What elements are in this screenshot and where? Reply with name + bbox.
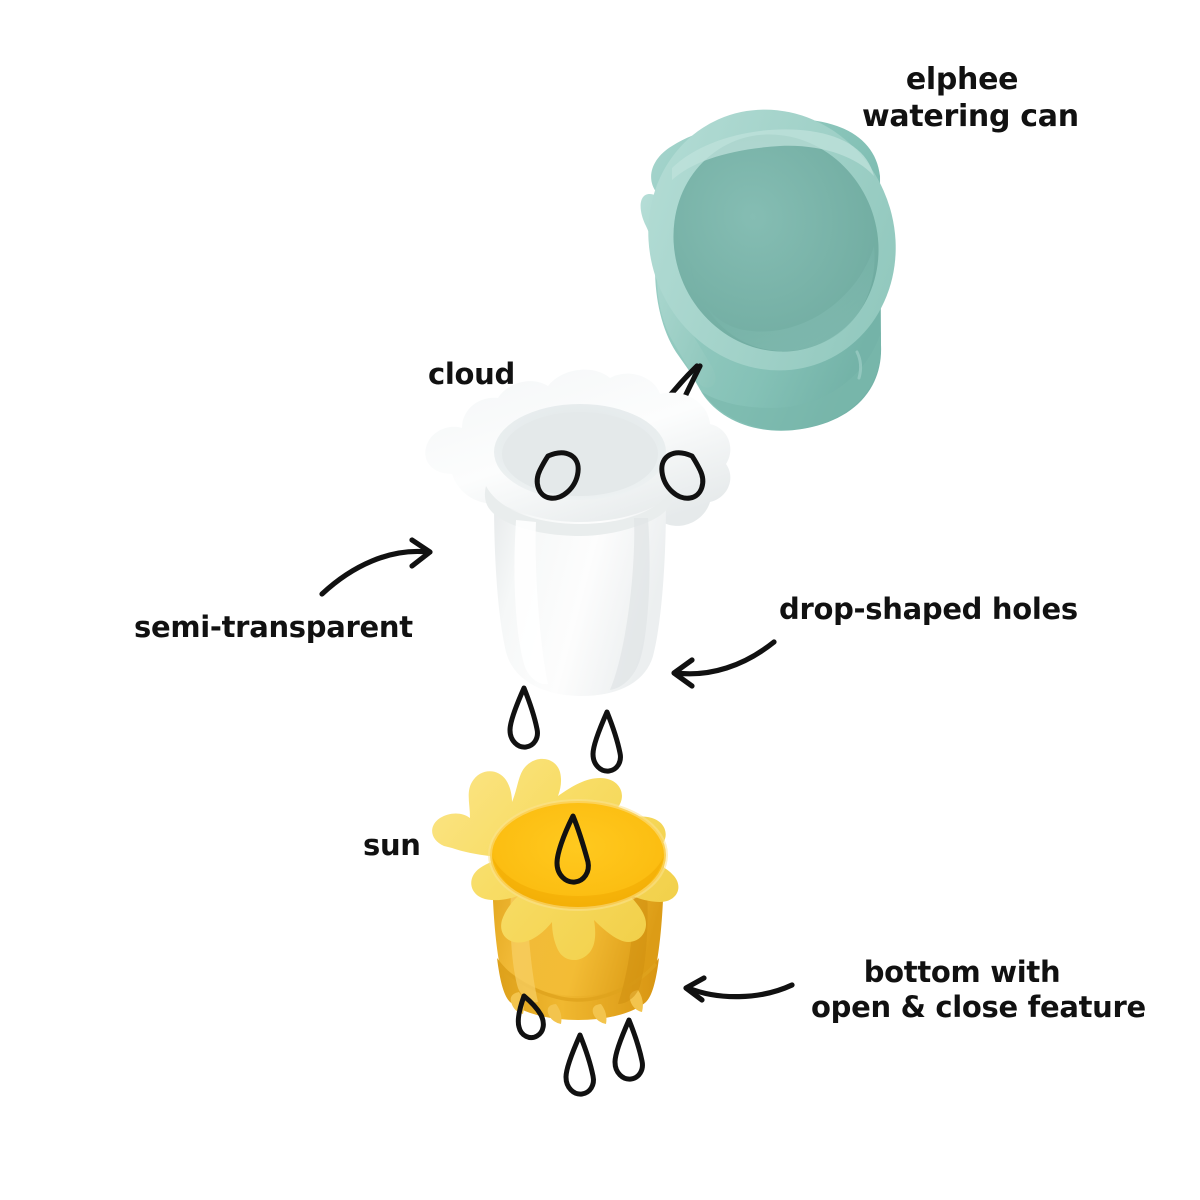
page-title-line1: elphee	[905, 62, 1019, 97]
label-semi-transparent: semi-transparent	[134, 610, 413, 644]
water-drop-icon	[515, 993, 645, 1097]
label-bottom-line1: bottom with	[863, 955, 1061, 989]
drop-shaped-hole-icon	[534, 450, 706, 501]
sun-cup-part	[432, 758, 679, 1024]
curved-arrow-icon	[319, 537, 433, 597]
curved-arrow-icon	[683, 975, 795, 1003]
label-bottom-line2: open & close feature	[811, 990, 1146, 1025]
watering-can-part	[640, 109, 896, 431]
water-drop-icon	[554, 813, 591, 885]
label-sun: sun	[363, 828, 421, 862]
water-drop-icon	[507, 685, 623, 774]
label-cloud: cloud	[428, 357, 515, 391]
curved-arrow-icon	[671, 639, 777, 689]
cloud-cup-part	[425, 369, 731, 696]
page-title-line2: watering can	[862, 98, 1079, 134]
label-drop-shaped-holes: drop-shaped holes	[779, 592, 1078, 626]
